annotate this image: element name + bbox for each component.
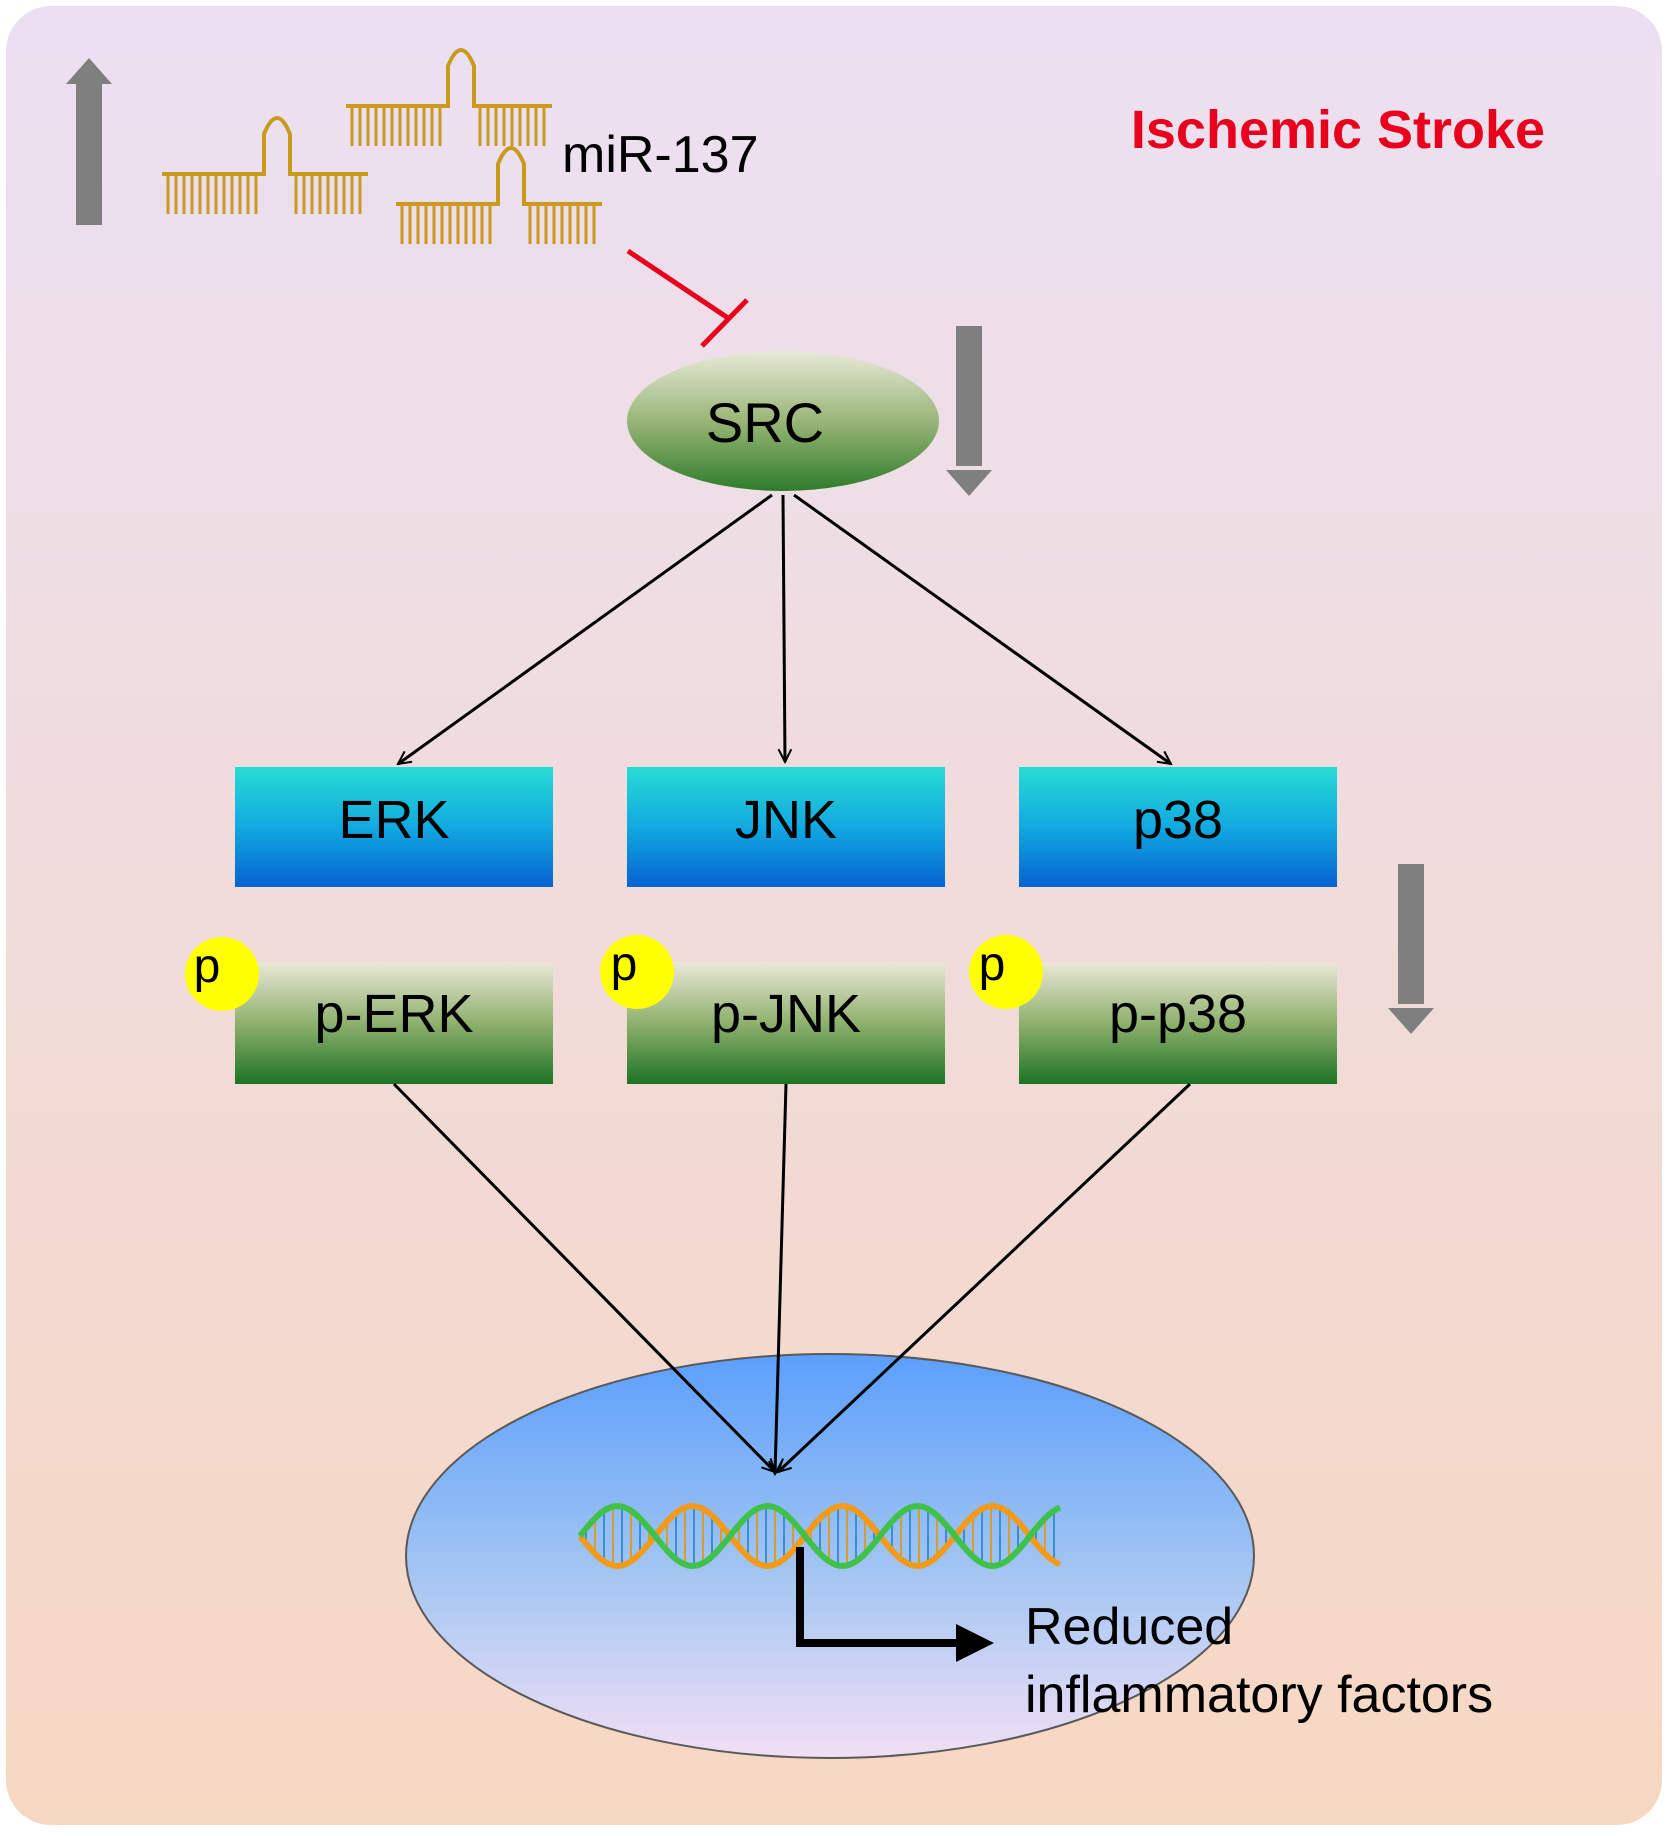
phospho-marker-label: p	[979, 938, 1006, 991]
phospho-kinase-label: p-p38	[1109, 984, 1247, 1044]
src-label: SRC	[706, 391, 824, 454]
src-node	[627, 351, 939, 491]
phospho-marker-p38: p	[969, 935, 1043, 1009]
kinase-box-erk: ERK	[235, 767, 553, 887]
background-panel	[6, 6, 1662, 1825]
phospho-marker-label: p	[194, 940, 221, 993]
outcome-label-line2: inflammatory factors	[1025, 1666, 1493, 1724]
up-arrow-icon	[66, 58, 112, 225]
transcription-arrow-icon	[796, 1547, 994, 1662]
phospho-box-erk: p-ERK	[235, 962, 553, 1084]
diagram-title: Ischemic Stroke	[1131, 100, 1545, 160]
kinase-label: p38	[1133, 790, 1223, 850]
mirna-hairpin-icons	[162, 48, 602, 244]
phospho-to-nucleus-arrows	[392, 1082, 1192, 1474]
down-arrow-icon	[946, 326, 992, 496]
outcome-label-line1: Reduced	[1025, 1598, 1233, 1656]
phospho-box-p38: p-p38	[1019, 962, 1337, 1084]
kinase-box-p38: p38	[1019, 767, 1337, 887]
phospho-box-jnk: p-JNK	[627, 962, 945, 1084]
inhibition-icon	[626, 248, 749, 348]
phospho-marker-erk: p	[185, 937, 259, 1011]
kinase-label: ERK	[338, 790, 449, 850]
dna-helix-icon	[577, 1503, 1062, 1569]
phospho-kinase-label: p-ERK	[314, 984, 473, 1044]
phospho-marker-jnk: p	[600, 935, 674, 1009]
kinase-label: JNK	[735, 790, 837, 850]
phospho-kinase-label: p-JNK	[711, 984, 861, 1044]
kinase-box-jnk: JNK	[627, 767, 945, 887]
down-arrow-icon	[1388, 864, 1434, 1034]
mirna-label: miR-137	[562, 126, 759, 184]
src-to-kinase-arrows	[398, 493, 1171, 764]
phospho-marker-label: p	[611, 938, 638, 991]
